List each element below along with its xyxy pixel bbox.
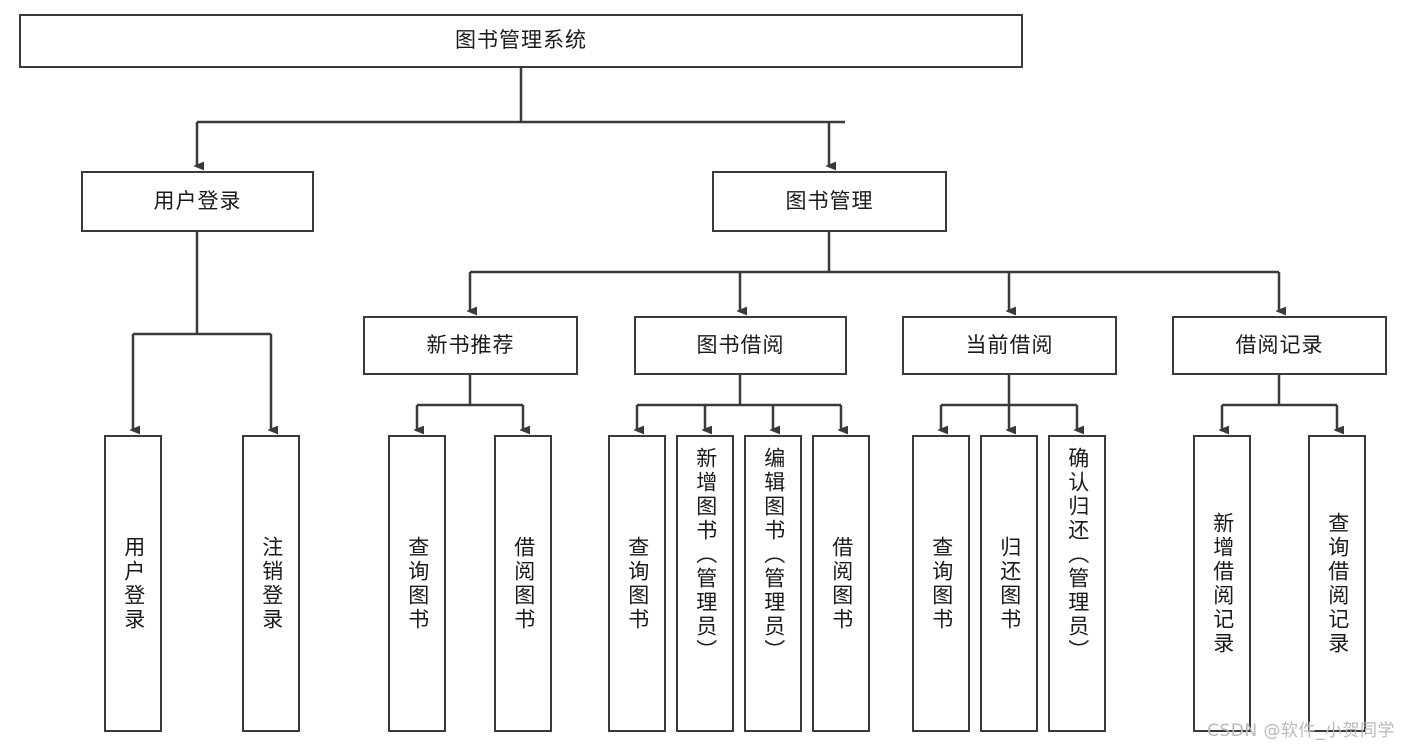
leaf-borrow-book-1[interactable]: 借阅图书: [494, 435, 552, 732]
leaf-user-login[interactable]: 用户登录: [104, 435, 162, 732]
node-new-book-recommend-label: 新书推荐: [426, 332, 515, 357]
watermark: CSDN @软件_小贺同学: [1207, 721, 1395, 741]
node-current-borrow-label: 当前借阅: [965, 332, 1054, 357]
leaf-query-book-3-label: 查询图书: [929, 535, 954, 632]
leaf-confirm-return-label: 确认归还（管理员）: [1065, 447, 1090, 663]
leaf-borrow-book-2-label: 借阅图书: [829, 535, 854, 632]
node-book-manage-label: 图书管理: [785, 188, 874, 213]
leaf-add-record-label: 新增借阅记录: [1210, 511, 1235, 656]
leaf-query-book-1-label: 查询图书: [405, 535, 430, 632]
leaf-query-record-label: 查询借阅记录: [1325, 511, 1350, 656]
node-new-book-recommend[interactable]: 新书推荐: [363, 316, 578, 375]
leaf-query-book-3[interactable]: 查询图书: [912, 435, 970, 732]
node-current-borrow[interactable]: 当前借阅: [902, 316, 1117, 375]
leaf-borrow-book-1-label: 借阅图书: [511, 535, 536, 632]
node-user-login[interactable]: 用户登录: [81, 171, 314, 232]
leaf-return-book[interactable]: 归还图书: [980, 435, 1038, 732]
leaf-add-book-label: 新增图书（管理员）: [693, 447, 718, 663]
leaf-query-book-1[interactable]: 查询图书: [388, 435, 446, 732]
node-borrow-record[interactable]: 借阅记录: [1172, 316, 1387, 375]
node-book-borrow-label: 图书借阅: [696, 332, 785, 357]
leaf-add-book[interactable]: 新增图书（管理员）: [676, 435, 734, 732]
leaf-return-book-label: 归还图书: [997, 535, 1022, 632]
leaf-user-login-label: 用户登录: [121, 535, 146, 632]
node-book-manage[interactable]: 图书管理: [712, 171, 947, 232]
leaf-logout-login-label: 注销登录: [259, 535, 284, 632]
leaf-query-book-2-label: 查询图书: [625, 535, 650, 632]
node-root-label: 图书管理系统: [455, 28, 587, 53]
leaf-confirm-return[interactable]: 确认归还（管理员）: [1048, 435, 1106, 732]
leaf-borrow-book-2[interactable]: 借阅图书: [812, 435, 870, 732]
leaf-logout-login[interactable]: 注销登录: [242, 435, 300, 732]
leaf-query-book-2[interactable]: 查询图书: [608, 435, 666, 732]
node-book-borrow[interactable]: 图书借阅: [634, 316, 847, 375]
leaf-edit-book[interactable]: 编辑图书（管理员）: [744, 435, 802, 732]
node-user-login-label: 用户登录: [153, 188, 242, 213]
node-root[interactable]: 图书管理系统: [19, 14, 1023, 68]
leaf-query-record[interactable]: 查询借阅记录: [1308, 435, 1366, 732]
leaf-add-record[interactable]: 新增借阅记录: [1193, 435, 1251, 732]
node-borrow-record-label: 借阅记录: [1235, 332, 1324, 357]
leaf-edit-book-label: 编辑图书（管理员）: [761, 447, 786, 663]
